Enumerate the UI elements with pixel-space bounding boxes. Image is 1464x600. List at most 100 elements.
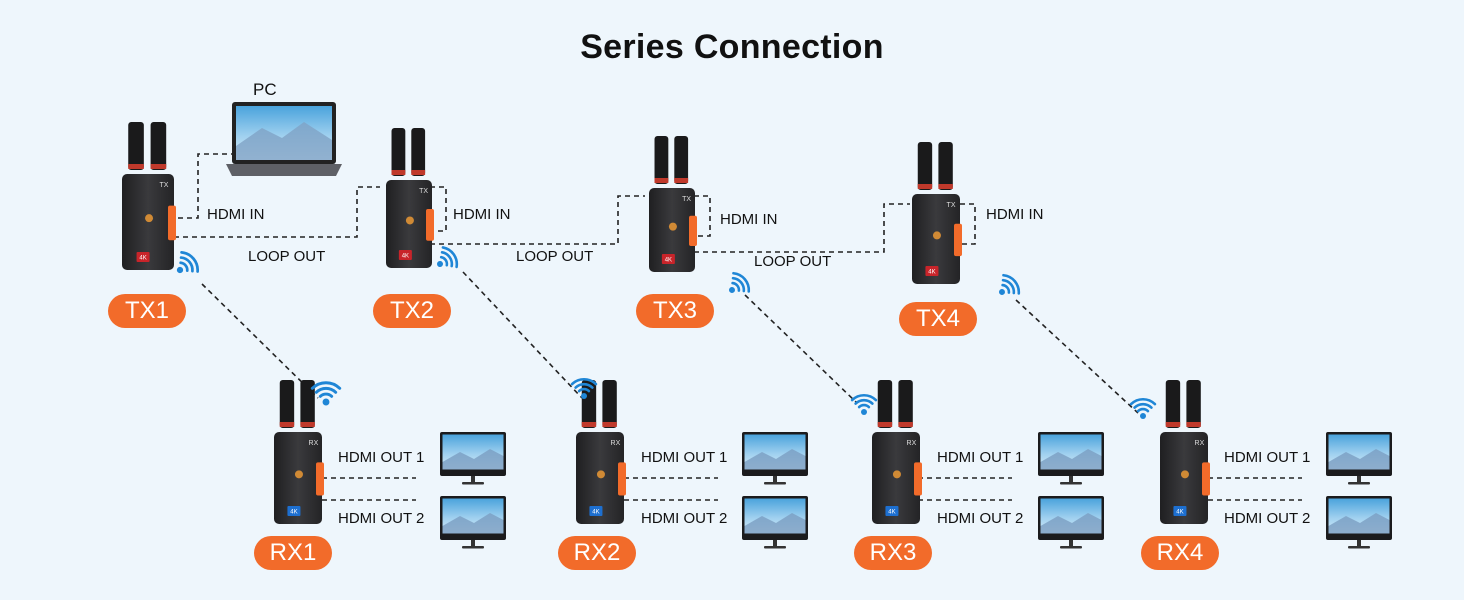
rx4-side-port-panel: [1202, 462, 1210, 496]
rx4-antenna-1: [1165, 380, 1181, 428]
rx1-monitor-1-stand: [471, 476, 475, 482]
rx3-monitor-1: [1038, 432, 1104, 485]
tx2-model-tag: TX: [419, 188, 428, 195]
tx4-wifi-icon: [999, 273, 1021, 295]
rx4-monitor-1-mountains: [1328, 449, 1390, 470]
rx1-monitor-2-stand: [471, 540, 475, 546]
rx4-monitor-2-mountains: [1328, 513, 1390, 534]
tx4-hdmi-in-bracket: [960, 203, 976, 245]
rx3-model-tag: RX: [907, 440, 917, 447]
rx1-side-port-panel: [316, 462, 324, 496]
tx4-side-port-panel: [954, 223, 962, 257]
rx2-monitor-2-mountains: [744, 513, 806, 534]
tx1-loop-to-tx2-line: [174, 186, 380, 238]
rx3-antenna-ring-2: [898, 422, 913, 427]
rx2-4k-badge-text: 4K: [592, 510, 599, 516]
tx3-4k-badge-text: 4K: [665, 258, 672, 264]
rx4-monitor-2-base: [1348, 546, 1370, 549]
tx3-wifi-icon: [729, 271, 751, 293]
rx2-power-button: [596, 470, 605, 479]
rx3-monitor-1-stand: [1069, 476, 1073, 482]
tx2-side-port-panel: [426, 209, 434, 241]
tx2-antenna-ring-1: [391, 170, 406, 175]
rx1-4k-badge-text: 4K: [290, 510, 297, 516]
tx4-power-button: [932, 231, 941, 240]
tx3-loop-to-tx4-line: [694, 203, 910, 253]
rx4-antenna-ring-1: [1165, 422, 1181, 427]
rx4-power-button: [1180, 470, 1189, 479]
rx2-monitor-1-stand: [773, 476, 777, 482]
laptop-base: [226, 164, 342, 176]
pc-to-tx1-hdmi-line: [174, 153, 236, 219]
tx2-loop-to-tx3-line: [430, 195, 645, 245]
rx1-monitor-1: [440, 432, 506, 485]
rx1-4k-badge: [287, 506, 301, 516]
tx4-4k-badge: [925, 266, 939, 276]
rx1-model-tag: RX: [309, 440, 319, 447]
pc-laptop: [226, 102, 342, 176]
rx3-monitor-2-stand: [1069, 540, 1073, 546]
rx3-power-button: [892, 470, 901, 479]
rx2-antenna-2: [602, 380, 617, 428]
rx2-monitor-1: [742, 432, 808, 485]
rx2-antenna-1: [581, 380, 597, 428]
connection-lines: [174, 153, 1302, 501]
tx4-rx4-wireless-line: [1015, 299, 1139, 414]
rx4-antenna-2: [1186, 380, 1201, 428]
rx4-4k-badge: [1173, 506, 1187, 516]
rx3-antenna-1: [877, 380, 893, 428]
tx4-antenna-ring-2: [938, 184, 953, 189]
tx2-hdmi-in-bracket: [430, 186, 447, 232]
tx3-model-tag: TX: [682, 196, 691, 203]
tx3-antenna-ring-2: [674, 178, 689, 183]
rx3-monitor-1-base: [1060, 482, 1082, 485]
tx3-antenna-ring-1: [654, 178, 669, 183]
tx1-4k-badge-text: 4K: [139, 256, 146, 262]
rx3-monitor-2-mountains: [1040, 513, 1102, 534]
rx4-monitor-1-stand: [1357, 476, 1361, 482]
rx2-model-tag: RX: [611, 440, 621, 447]
rx2-monitor-2-base: [764, 546, 786, 549]
rx4-monitor-1: [1326, 432, 1392, 485]
rx4-4k-badge-text: 4K: [1176, 510, 1183, 516]
rx1-monitor-2-mountains: [442, 513, 504, 534]
rx1-monitor-2-base: [462, 546, 484, 549]
rx4-wifi-icon: [1129, 397, 1157, 419]
tx2-4k-badge-text: 4K: [402, 254, 409, 260]
tx3-4k-badge: [661, 254, 675, 264]
tx1-model-tag: TX: [159, 182, 168, 189]
rx1-antenna-1: [279, 380, 295, 428]
tx3-power-button: [668, 222, 677, 231]
tx1-antenna-ring-2: [150, 164, 167, 169]
tx1-wifi-icon: [176, 251, 199, 274]
rx2-4k-badge: [589, 506, 603, 516]
tx3-side-port-panel: [689, 215, 697, 246]
tx2-antenna-1: [391, 128, 406, 176]
tx2-wifi-icon: [437, 246, 459, 269]
rx4-device: RX 4K: [1160, 380, 1210, 524]
tx3-antenna-1: [654, 136, 669, 184]
rx3-monitor-2: [1038, 496, 1104, 549]
rx2-antenna-ring-2: [602, 422, 617, 427]
rx2-wifi-icon: [570, 377, 598, 399]
tx2-antenna-ring-2: [411, 170, 426, 175]
rx2-monitor-1-mountains: [744, 449, 806, 470]
rx2-side-port-panel: [618, 462, 626, 496]
tx1-rx1-wireless-line: [201, 283, 319, 399]
rx3-4k-badge: [885, 506, 899, 516]
rx1-antenna-2: [300, 380, 315, 428]
rx3-wifi-icon: [850, 393, 878, 415]
tx4-antenna-ring-1: [917, 184, 933, 189]
rx4-model-tag: RX: [1195, 440, 1205, 447]
tx1-side-port-panel: [168, 205, 176, 241]
tx1-device: TX 4K: [122, 122, 176, 270]
rx2-antenna-ring-1: [581, 422, 597, 427]
tx1-4k-badge: [136, 252, 150, 262]
tx1-antenna-ring-1: [128, 164, 144, 169]
tx3-rx3-wireless-line: [744, 294, 857, 403]
rx3-side-port-panel: [914, 462, 922, 496]
